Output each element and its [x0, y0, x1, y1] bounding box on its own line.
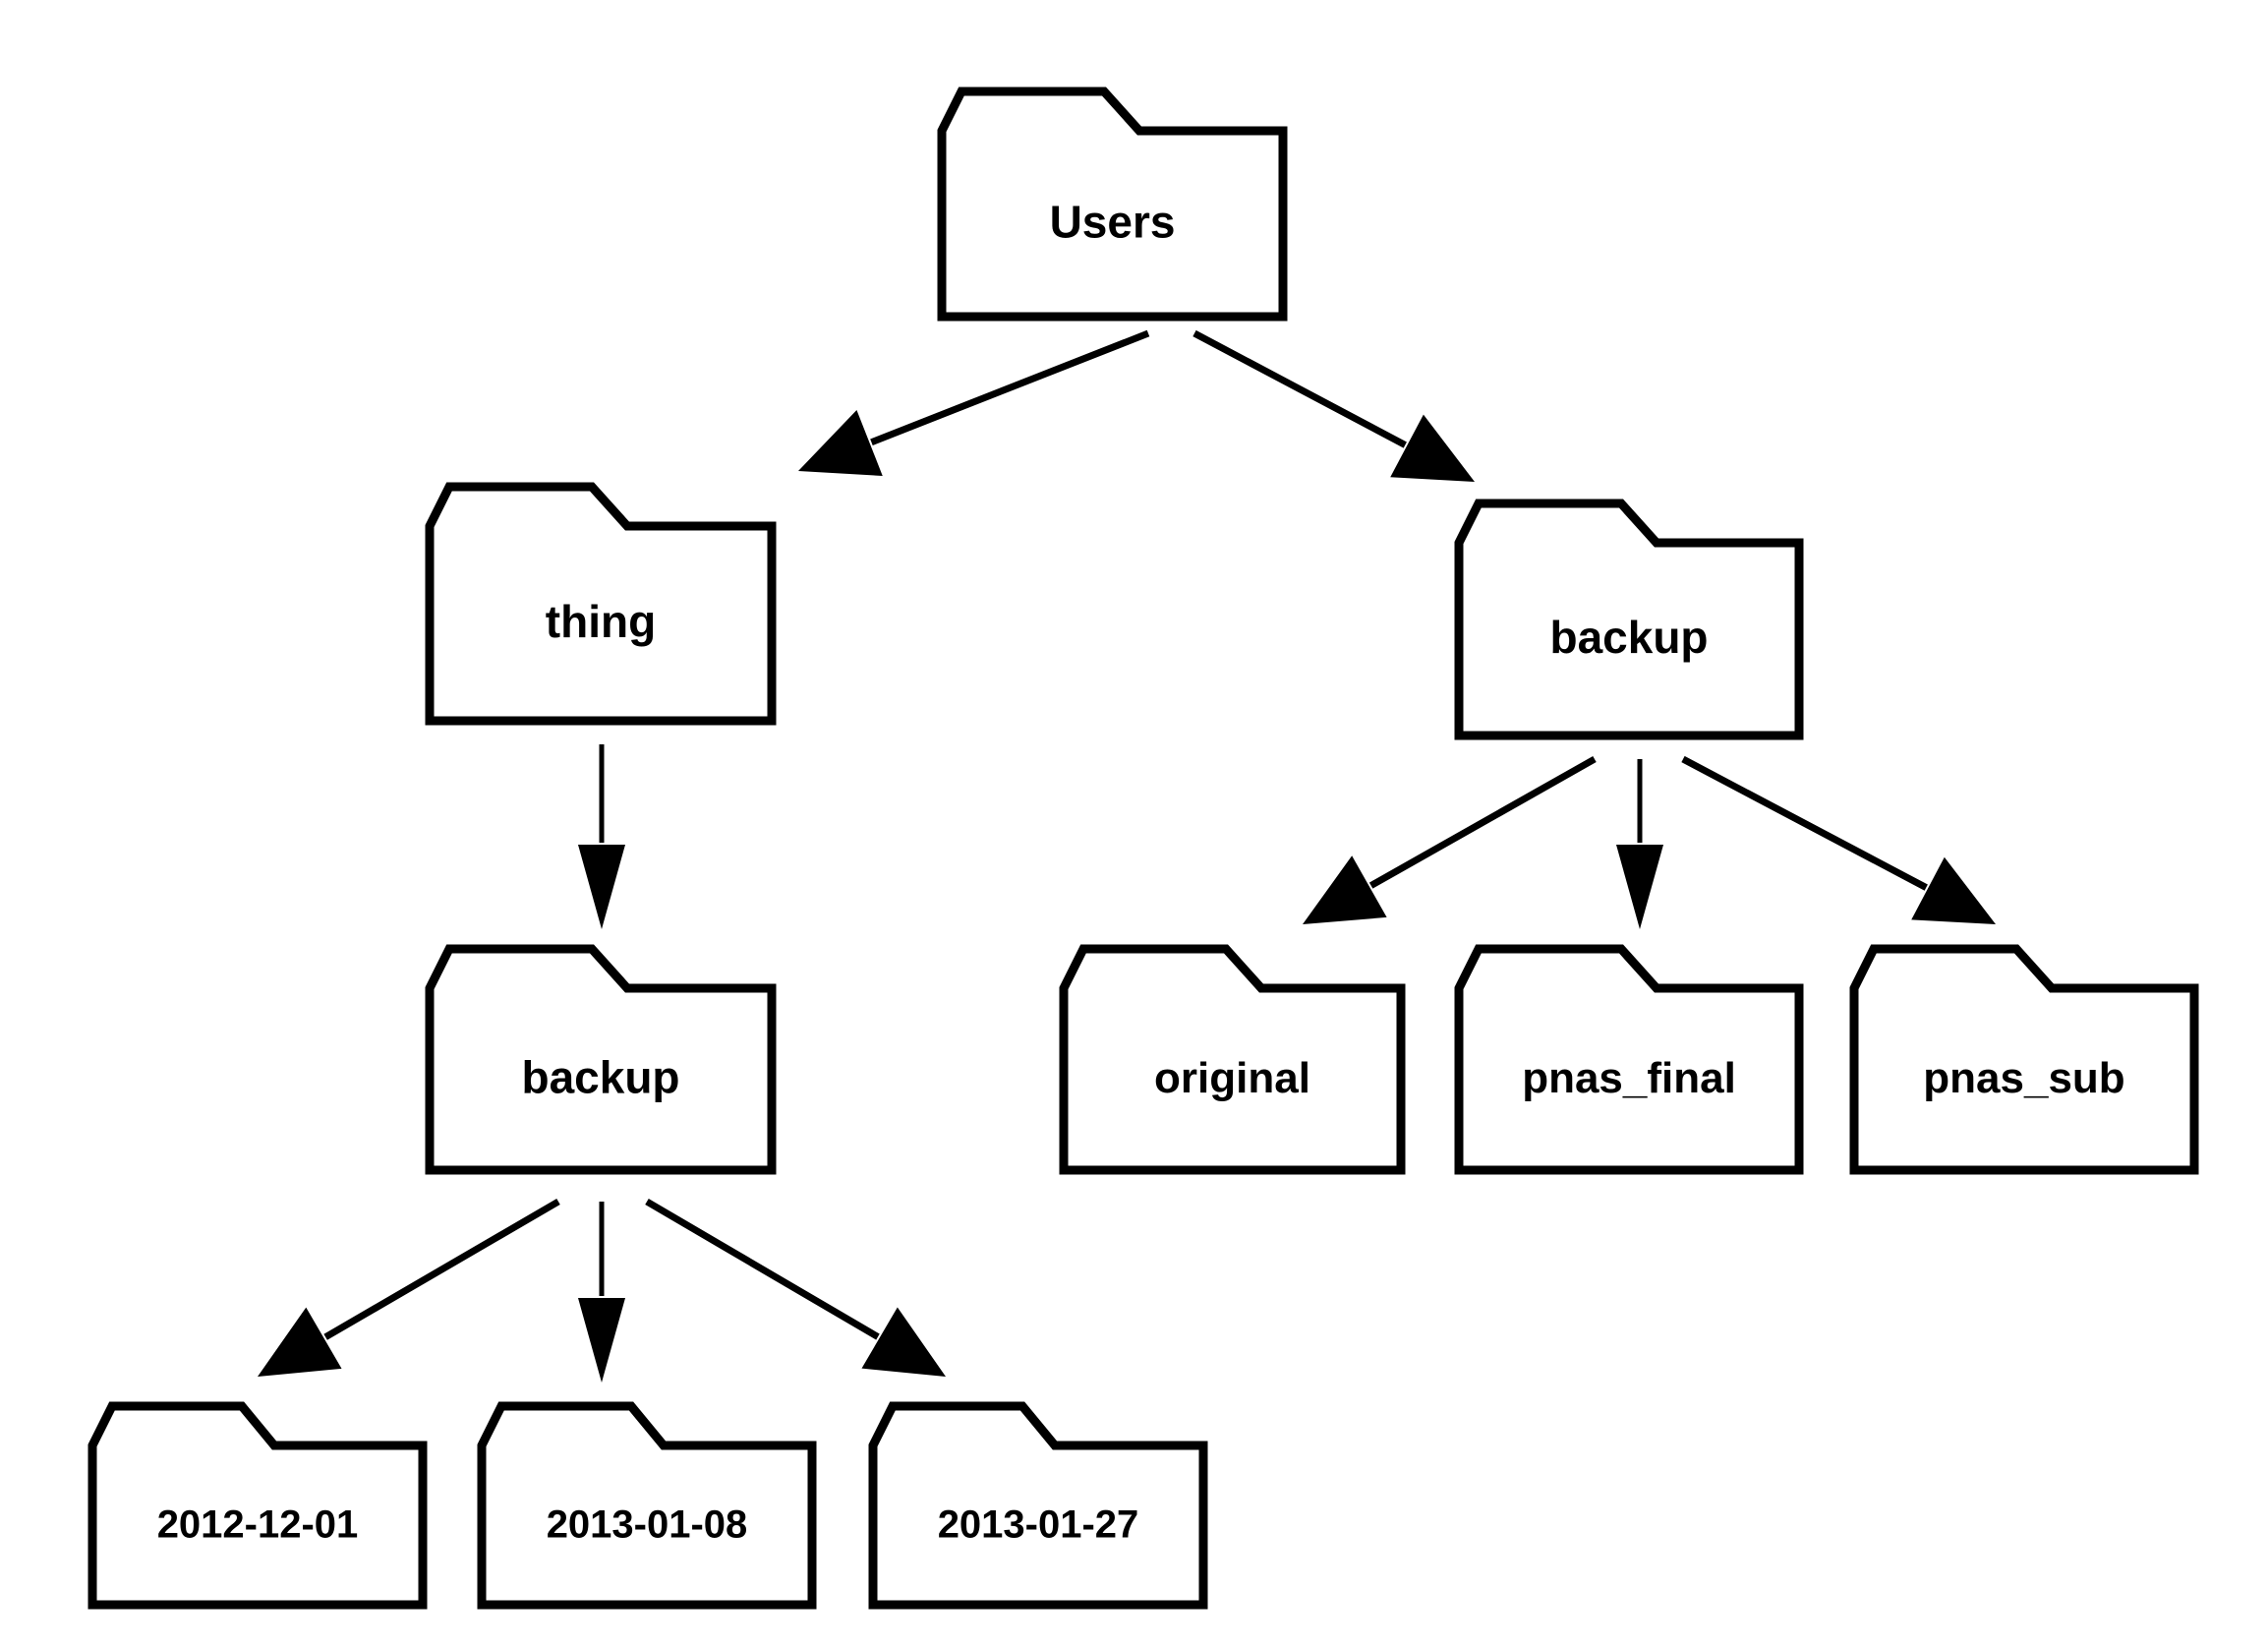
folder-label: original	[1154, 1054, 1310, 1102]
folder-icon	[1454, 499, 1804, 740]
folder-icon	[87, 1401, 428, 1610]
folder-node-pnas_sub[interactable]: pnas_sub	[1849, 944, 2199, 1175]
folder-node-original[interactable]: original	[1059, 944, 1406, 1175]
arrowhead-icon	[1390, 414, 1475, 482]
folder-label: pnas_final	[1522, 1054, 1736, 1102]
folder-icon	[1059, 944, 1406, 1175]
tree-edge-backup_right-to-original	[1303, 755, 1597, 924]
folder-icon	[937, 87, 1288, 322]
folder-node-date_2012_12_01[interactable]: 2012-12-01	[87, 1401, 428, 1610]
edge-shaft	[1681, 755, 1928, 891]
tree-edge-thing-to-backup_left	[578, 744, 625, 929]
folder-node-thing[interactable]: thing	[425, 482, 777, 726]
arrowhead-icon	[861, 1307, 946, 1377]
folder-label: 2013-01-08	[547, 1503, 748, 1547]
folder-node-pnas_final[interactable]: pnas_final	[1454, 944, 1804, 1175]
folder-label: pnas_sub	[1923, 1054, 2124, 1102]
arrowhead-icon	[1616, 845, 1663, 929]
folder-label: backup	[1549, 612, 1708, 663]
edge-shaft	[1368, 755, 1597, 889]
folder-node-date_2013_01_08[interactable]: 2013-01-08	[477, 1401, 817, 1610]
tree-edge-backup_left-to-date_2013_01_27	[645, 1198, 946, 1377]
edge-layer	[258, 329, 1996, 1383]
folder-label: 2012-12-01	[157, 1503, 359, 1547]
node-layer: Users thing backup backup original pnas_final…	[87, 87, 2199, 1610]
folder-node-users[interactable]: Users	[937, 87, 1288, 322]
arrowhead-icon	[798, 409, 883, 476]
folder-node-backup_left[interactable]: backup	[425, 944, 777, 1175]
tree-edge-backup_right-to-pnas_sub	[1681, 755, 1996, 924]
edge-shaft	[323, 1198, 560, 1340]
folder-label: backup	[521, 1052, 679, 1103]
folder-icon	[425, 944, 777, 1175]
arrowhead-icon	[258, 1307, 342, 1377]
folder-icon	[425, 482, 777, 726]
arrowhead-icon	[1303, 855, 1387, 924]
arrowhead-icon	[578, 1298, 625, 1383]
folder-label: thing	[546, 596, 656, 647]
edge-shaft	[1192, 329, 1407, 448]
folder-label: 2013-01-27	[938, 1503, 1139, 1547]
tree-edge-backup_left-to-date_2012_12_01	[258, 1198, 560, 1377]
arrowhead-icon	[578, 845, 625, 929]
folder-label: Users	[1050, 197, 1176, 248]
edge-shaft	[870, 329, 1150, 445]
tree-edge-users-to-thing	[798, 329, 1150, 476]
folder-node-backup_right[interactable]: backup	[1454, 499, 1804, 740]
edge-shaft	[645, 1198, 880, 1340]
tree-edge-users-to-backup_right	[1192, 329, 1475, 482]
folder-icon	[1849, 944, 2199, 1175]
folder-node-date_2013_01_27[interactable]: 2013-01-27	[868, 1401, 1208, 1610]
folder-icon	[477, 1401, 817, 1610]
folder-icon	[868, 1401, 1208, 1610]
folder-icon	[1454, 944, 1804, 1175]
tree-edge-backup_right-to-pnas_final	[1616, 759, 1663, 929]
tree-edge-backup_left-to-date_2013_01_08	[578, 1202, 625, 1383]
arrowhead-icon	[1911, 856, 1996, 924]
